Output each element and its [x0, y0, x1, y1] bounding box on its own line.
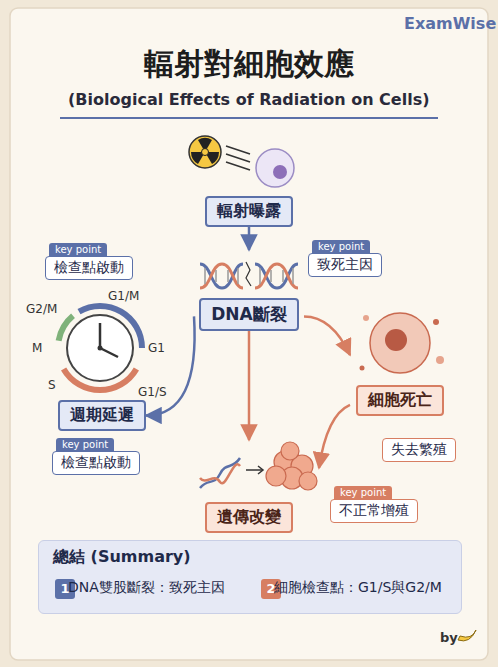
dying-cell — [360, 313, 445, 373]
text-label: M — [32, 341, 42, 355]
text-label: DNA雙股斷裂：致死主因 — [68, 579, 225, 597]
cell-icon — [256, 149, 294, 187]
node-group: key point致死主因 — [308, 240, 382, 277]
key-point-tag: key point — [334, 486, 392, 499]
node-group: 週期延遲 — [58, 400, 146, 431]
node-group: 細胞死亡 — [350, 305, 450, 416]
flow-arrow — [146, 316, 195, 415]
text-label: 細胞檢查點：G1/S與G2/M — [274, 579, 442, 597]
flow-arrow — [248, 331, 251, 440]
title-rule — [60, 117, 438, 119]
callout-box-text: 檢查點啟動 — [52, 451, 140, 475]
text-label: (Biological Effects of Radiation on Cell… — [68, 90, 430, 109]
text-label: G1 — [148, 341, 165, 355]
text-label: G2/M — [26, 302, 57, 316]
text-label: S — [48, 378, 56, 392]
summary-panel: 總結 (Summary)12 — [38, 540, 462, 614]
card — [10, 8, 488, 660]
node-group: DNA斷裂 — [194, 250, 304, 331]
dna-break-helix — [200, 262, 298, 288]
banana-icon — [458, 630, 476, 641]
process-box-text: 週期延遲 — [58, 400, 146, 431]
node-group: key point不正常增殖 — [330, 486, 418, 523]
tumor-cluster — [266, 442, 317, 490]
text-label: G1/M — [108, 289, 139, 303]
callout-box-text: 失去繁殖 — [382, 438, 456, 462]
key-point-tag: key point — [56, 438, 114, 451]
process-box-text: 輻射曝露 — [205, 196, 293, 227]
text-label: G1/S — [138, 385, 167, 399]
flow-arrow — [304, 316, 350, 355]
cell-cycle-clock — [59, 306, 142, 390]
node-group: key point檢查點啟動 — [45, 243, 133, 280]
callout-box-text: 致死主因 — [308, 253, 382, 277]
callout-box-text: 不正常增殖 — [330, 499, 418, 523]
node-group: key point檢查點啟動 — [52, 438, 140, 475]
process-box-text: 遺傳改變 — [205, 502, 293, 533]
process-box-text: 細胞死亡 — [356, 385, 444, 416]
text-label: ExamWise — [404, 14, 496, 33]
flow-arrow — [248, 227, 251, 250]
radiation-icon — [188, 134, 221, 168]
callout-box-text: 檢查點啟動 — [45, 256, 133, 280]
title: 輻射對細胞效應 — [0, 44, 498, 85]
text-label: by — [440, 630, 458, 645]
node-group: 輻射曝露 — [205, 196, 293, 227]
key-point-tag: key point — [312, 240, 370, 253]
ray-arrows — [226, 146, 250, 170]
key-point-tag: key point — [49, 243, 107, 256]
flow-arrow — [319, 405, 350, 468]
node-group: 失去繁殖 — [382, 438, 456, 462]
summary-heading: 總結 (Summary) — [53, 547, 191, 568]
mutated-dna — [200, 458, 263, 488]
node-group: 遺傳改變 — [179, 440, 319, 533]
process-box-text: DNA斷裂 — [199, 298, 299, 331]
